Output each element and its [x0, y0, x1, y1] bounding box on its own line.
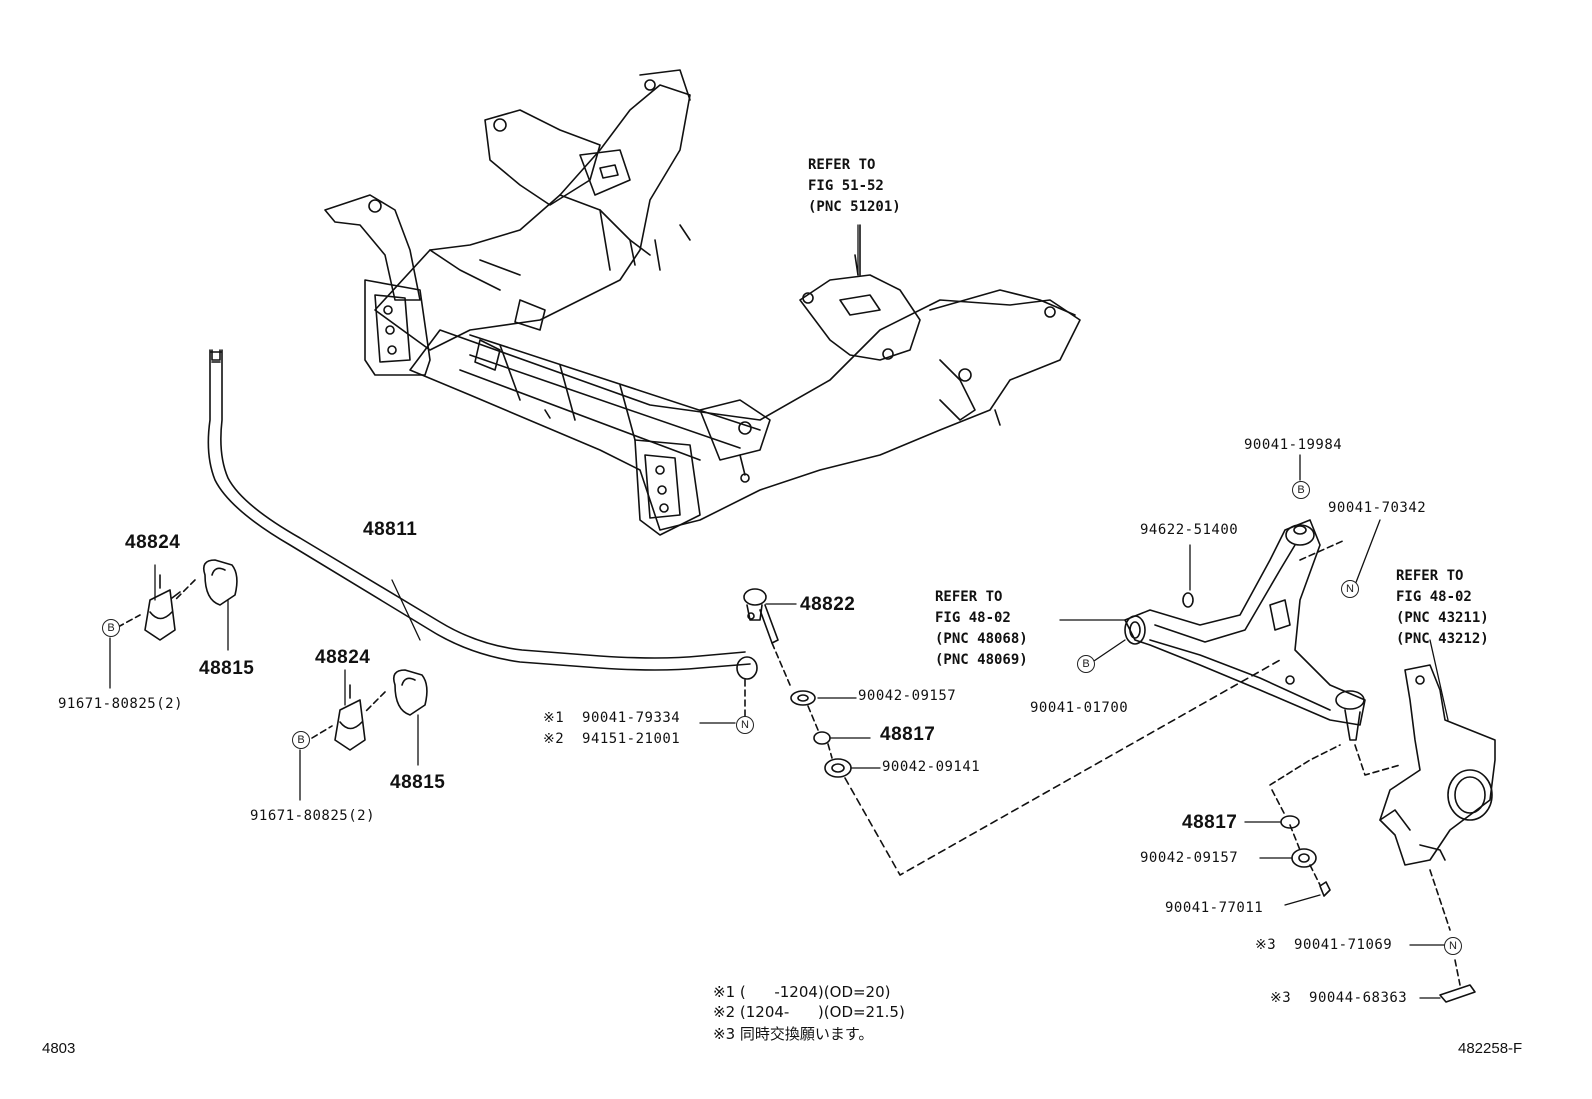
- label-48822: 48822: [800, 594, 856, 615]
- label-91671-a: 91671-80825(2): [58, 696, 184, 712]
- refer-frame-line-1: REFER TO: [808, 157, 876, 173]
- refer-knuckle-line-2: FIG 48-02: [1396, 589, 1472, 605]
- refer-knuckle-line-1: REFER TO: [1396, 568, 1464, 584]
- bracket-set-upper: [117, 559, 238, 641]
- symbol-n-2: N: [1341, 580, 1359, 598]
- refer-arm-line-2: FIG 48-02: [935, 610, 1011, 626]
- symbol-n-3: N: [1444, 937, 1462, 955]
- label-48817-b: 48817: [1182, 812, 1238, 833]
- figure-number: 4803: [42, 1040, 76, 1057]
- symbol-b-4: B: [1077, 655, 1095, 673]
- label-48824-a: 48824: [125, 532, 181, 553]
- label-48815-a: 48815: [199, 658, 255, 679]
- steering-knuckle: [1379, 664, 1496, 1003]
- leader-lines: [109, 224, 1449, 999]
- bracket-set-lower: [311, 669, 428, 751]
- label-90041-79334: ※1 90041-79334: [543, 710, 681, 726]
- label-90042-09141: 90042-09141: [882, 759, 981, 775]
- refer-arm: REFER TO FIG 48-02 (PNC 48068) (PNC 4806…: [935, 587, 1028, 671]
- note-3: ※3 同時交換願います。: [713, 1025, 874, 1043]
- drawing-id: 482258-F: [1458, 1040, 1523, 1057]
- refer-arm-line-4: (PNC 48069): [935, 652, 1028, 668]
- label-94622-51400: 94622-51400: [1140, 522, 1239, 538]
- refer-frame: REFER TO FIG 51-52 (PNC 51201): [808, 155, 901, 218]
- label-90042-09157-b: 90042-09157: [1140, 850, 1239, 866]
- label-90044-68363: ※3 90044-68363: [1270, 990, 1408, 1006]
- label-48824-b: 48824: [315, 647, 371, 668]
- label-90042-09157-a: 90042-09157: [858, 688, 957, 704]
- refer-arm-line-3: (PNC 48068): [935, 631, 1028, 647]
- refer-knuckle: REFER TO FIG 48-02 (PNC 43211) (PNC 4321…: [1396, 566, 1489, 650]
- label-94151-21001: ※2 94151-21001: [543, 731, 681, 747]
- symbol-b-2: B: [292, 731, 310, 749]
- label-90041-77011: 90041-77011: [1165, 900, 1264, 916]
- refer-knuckle-line-3: (PNC 43211): [1396, 610, 1489, 626]
- front-crossmember: [324, 69, 1081, 536]
- label-90041-01700: 90041-01700: [1030, 700, 1129, 716]
- label-48815-b: 48815: [390, 772, 446, 793]
- refer-frame-line-3: (PNC 51201): [808, 199, 901, 215]
- note-1: ※1 ( -1204)(OD=20): [713, 983, 891, 1001]
- refer-knuckle-line-4: (PNC 43212): [1396, 631, 1489, 647]
- stabilizer-bar: [207, 349, 758, 680]
- refer-arm-line-1: REFER TO: [935, 589, 1003, 605]
- label-91671-b: 91671-80825(2): [250, 808, 376, 824]
- note-2: ※2 (1204- )(OD=21.5): [713, 1003, 905, 1021]
- symbol-b-3: B: [1292, 481, 1310, 499]
- lower-control-arm: [1124, 519, 1401, 897]
- label-48817-a: 48817: [880, 724, 936, 745]
- label-90041-70342: 90041-70342: [1328, 500, 1427, 516]
- label-48811: 48811: [363, 519, 418, 540]
- symbol-b-1: B: [102, 619, 120, 637]
- label-90041-71069: ※3 90041-71069: [1255, 937, 1393, 953]
- label-90041-19984: 90041-19984: [1244, 437, 1343, 453]
- symbol-n-1: N: [736, 716, 754, 734]
- refer-frame-line-2: FIG 51-52: [808, 178, 884, 194]
